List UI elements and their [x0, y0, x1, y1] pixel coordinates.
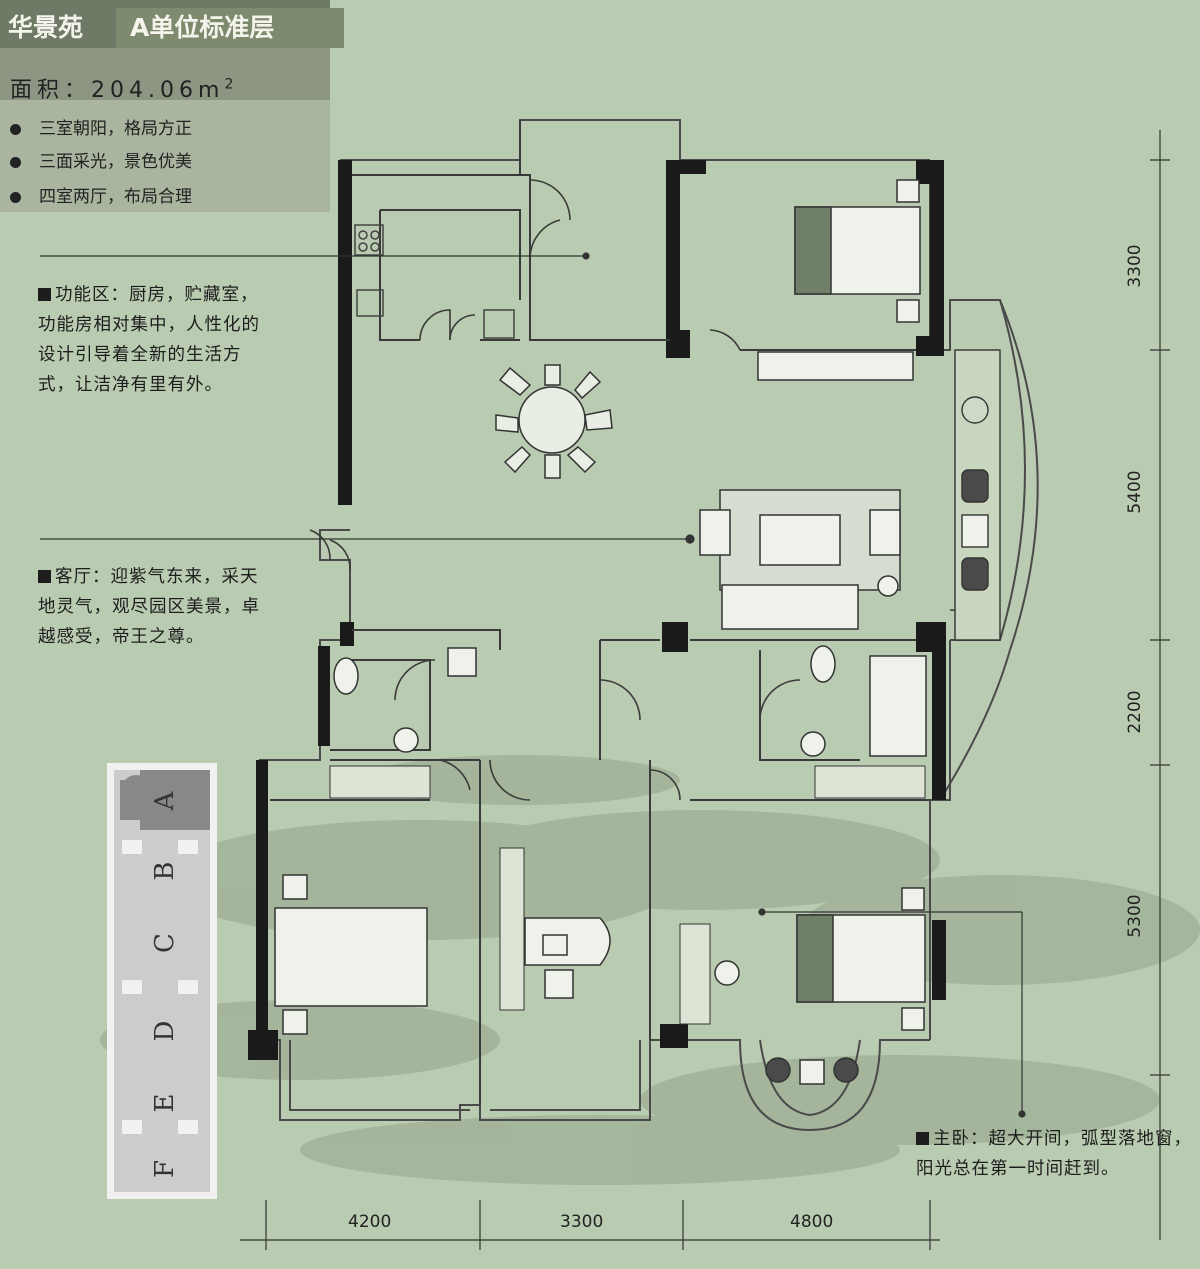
living-room-furniture — [699, 489, 901, 630]
feature-text: 三室朝阳，格局方正 — [39, 119, 192, 139]
dimension-bottom: 4800 — [790, 1212, 834, 1232]
dimension-right: 5300 — [1125, 894, 1145, 938]
note-text: ：迎紫气东来，采天地灵气，观尽园区美景，卓越感受，帝王之尊。 — [38, 567, 260, 647]
structural-walls — [248, 160, 946, 1060]
dimension-bottom: 3300 — [560, 1212, 604, 1232]
bullet-icon — [10, 123, 21, 135]
area-line: 面积：204.06m2 — [10, 72, 238, 104]
note-text: ：超大开间，弧型落地窗，阳光总在第一时间赶到。 — [916, 1129, 1192, 1179]
feature-text: 三面采光，景色优美 — [39, 152, 192, 172]
building-outline — [259, 119, 1039, 1132]
feature-item: 四室两厅，布局合理 — [10, 184, 192, 210]
note-text: ：厨房，贮藏室，功能房相对集中，人性化的设计引导着全新的生活方式，让洁净有里有外… — [38, 285, 260, 395]
key-plan-unit-label: B — [150, 861, 180, 881]
unit-title: A单位标准层 — [116, 8, 344, 48]
dimension-right: 2200 — [1125, 690, 1145, 734]
area-superscript: 2 — [224, 76, 239, 93]
interior-partitions — [270, 120, 930, 1105]
closets — [329, 765, 926, 1025]
dimension-bottom: 4200 — [348, 1212, 392, 1232]
east-balcony — [954, 349, 1001, 641]
note-title: 客厅 — [55, 567, 92, 587]
master-bedroom-note: 主卧：超大开间，弧型落地窗，阳光总在第一时间赶到。 — [916, 1124, 1196, 1184]
square-bullet-icon — [38, 570, 51, 583]
square-bullet-icon — [38, 288, 51, 301]
kitchen-fixtures — [354, 224, 515, 339]
feature-text: 四室两厅，布局合理 — [39, 187, 192, 207]
area-label-text: 面积： — [10, 78, 92, 103]
north-bedroom-furniture — [757, 179, 921, 381]
dimension-right: 3300 — [1125, 244, 1145, 288]
project-name: 华景苑 — [8, 13, 84, 42]
square-bullet-icon — [916, 1132, 929, 1145]
note-title: 功能区 — [55, 285, 111, 305]
dining-table — [495, 364, 613, 479]
bullet-icon — [10, 156, 21, 168]
master-bedroom-furniture — [714, 887, 926, 1085]
key-plan-unit-label: A — [150, 791, 180, 811]
key-plan-unit-label: F — [150, 1159, 180, 1179]
living-room-note: 客厅：迎紫气东来，采天地灵气，观尽园区美景，卓越感受，帝王之尊。 — [38, 562, 266, 652]
key-plan-unit-label: D — [150, 1020, 180, 1042]
key-plan-unit-label: C — [150, 933, 180, 953]
feature-item: 三面采光，景色优美 — [10, 149, 192, 175]
function-zone-note: 功能区：厨房，贮藏室，功能房相对集中，人性化的设计引导着全新的生活方式，让洁净有… — [38, 280, 266, 400]
study-furniture — [524, 917, 611, 999]
key-plan-unit-label: E — [150, 1093, 180, 1113]
bathroom-fixtures — [333, 645, 927, 757]
leader-lines — [40, 252, 1026, 1118]
area-value: 204.06m — [91, 78, 225, 103]
dimension-right: 5400 — [1125, 470, 1145, 514]
bullet-icon — [10, 191, 21, 203]
note-title: 主卧 — [933, 1129, 970, 1149]
west-bedroom-furniture — [274, 874, 428, 1035]
dimension-lines — [240, 130, 1170, 1250]
feature-item: 三室朝阳，格局方正 — [10, 116, 192, 142]
key-plan — [107, 763, 217, 1199]
